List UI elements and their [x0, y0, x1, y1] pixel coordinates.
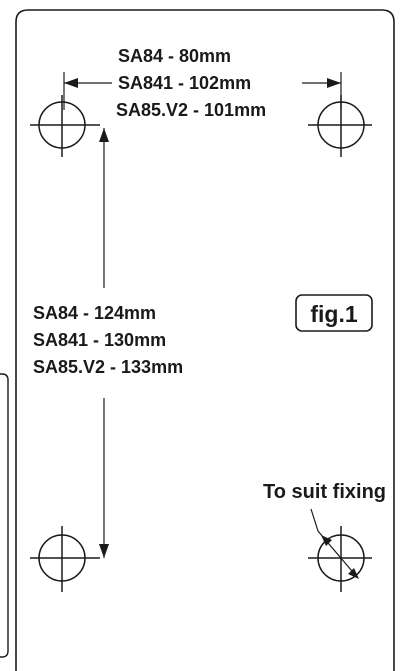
- vertical-spacing-line-sa85v2: SA85.V2 - 133mm: [33, 357, 183, 377]
- horizontal-spacing-line-sa841: SA841 - 102mm: [118, 73, 251, 93]
- horizontal-spacing-line-sa84: SA84 - 80mm: [118, 46, 231, 66]
- template-outline: [15, 9, 395, 671]
- vertical-spacing-line-sa841: SA841 - 130mm: [33, 330, 166, 350]
- arrow-up: [99, 128, 109, 142]
- arrow-right: [327, 78, 341, 88]
- arrow-left: [64, 78, 78, 88]
- fixing-leader: [310, 508, 359, 579]
- vertical-spacing-line-sa84: SA84 - 124mm: [33, 303, 156, 323]
- vertical-spacing-label: SA84 - 124mm SA841 - 130mm SA85.V2 - 133…: [33, 303, 183, 377]
- horizontal-dimension: [63, 72, 342, 110]
- hole-bottom-right: [308, 526, 372, 592]
- hole-top-right: [308, 95, 372, 157]
- vertical-dimension: [99, 128, 109, 558]
- hole-bottom-left: [30, 526, 100, 592]
- figure-label: fig.1: [310, 301, 357, 327]
- adjacent-panel-outline: [0, 373, 9, 658]
- figure-label-box: [295, 294, 373, 332]
- arrow-fixing-top: [321, 535, 332, 546]
- horizontal-spacing-line-sa85v2: SA85.V2 - 101mm: [116, 100, 266, 120]
- hole-top-left: [30, 95, 100, 157]
- arrow-fixing-bottom: [348, 568, 359, 579]
- arrow-down: [99, 544, 109, 558]
- fixing-note: To suit fixing: [263, 481, 386, 503]
- horizontal-spacing-label: SA84 - 80mm SA841 - 102mm SA85.V2 - 101m…: [116, 46, 266, 120]
